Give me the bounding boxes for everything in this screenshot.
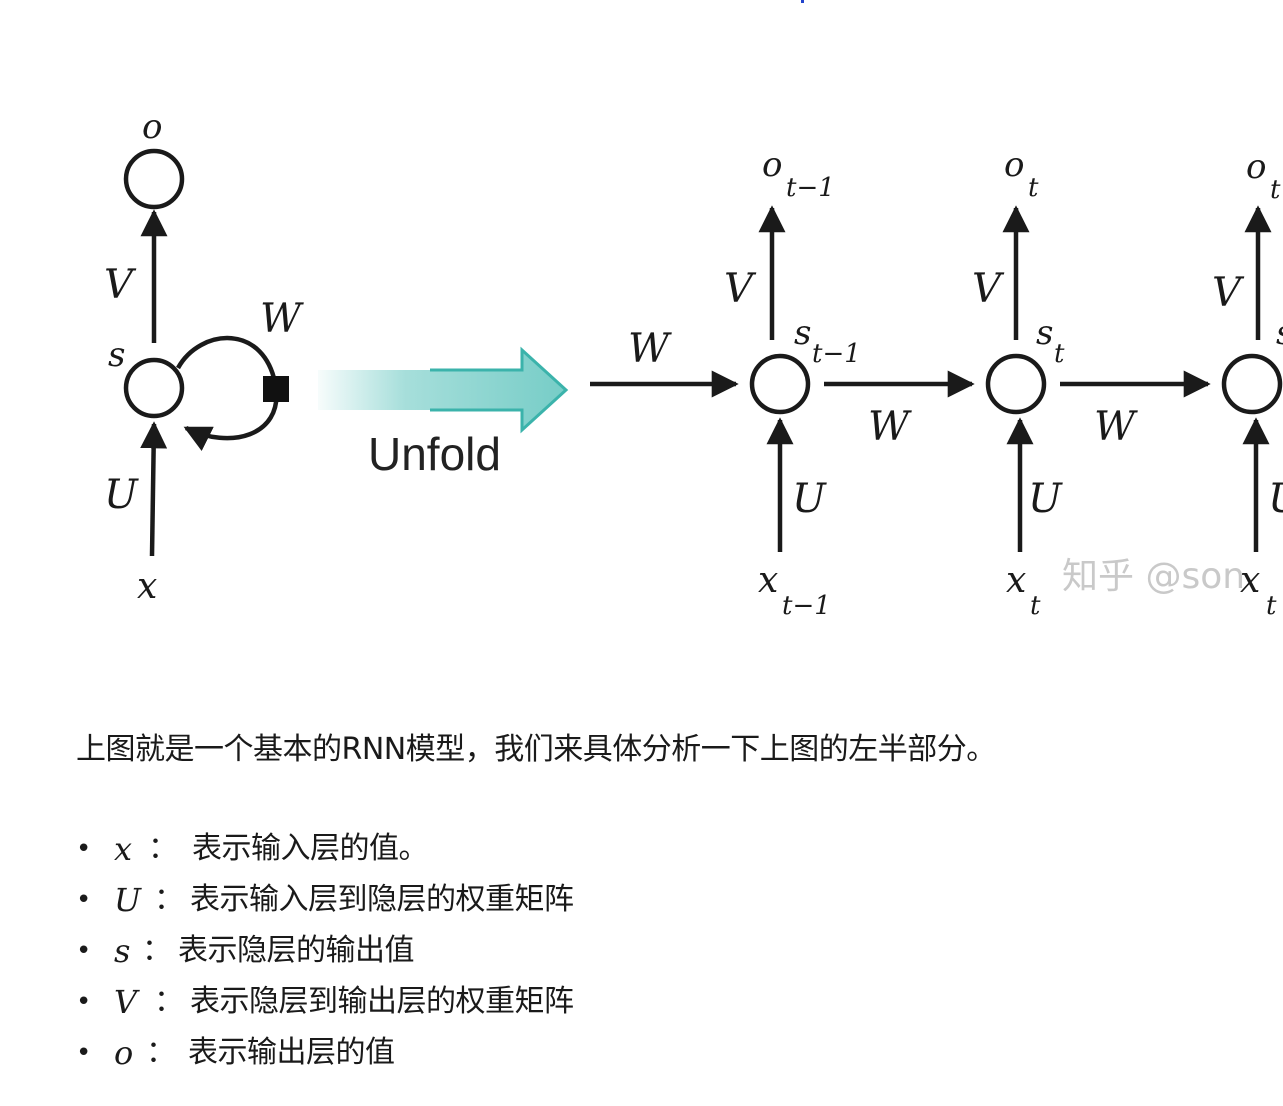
step2-U-label: U: [1028, 476, 1063, 522]
step1-o-label: o: [762, 145, 782, 185]
bullet: •: [76, 885, 91, 915]
step3-x-sub: t: [1266, 591, 1277, 621]
folded-x-label: x: [137, 566, 157, 607]
unfold-arrow: Unfold: [318, 346, 569, 480]
legend-symbol-U: U: [114, 881, 141, 919]
step2-o-sub: t: [1028, 173, 1039, 203]
legend-colon: ：: [146, 1035, 176, 1070]
legend-desc-s: 表示隐层的输出值: [178, 933, 415, 968]
step2-s-label: s: [1036, 313, 1053, 353]
input-W-label: W: [628, 326, 672, 372]
step1-o-sub: t−1: [786, 173, 835, 203]
step2-s-sub: t: [1054, 339, 1065, 369]
folded-W-label: W: [260, 296, 304, 342]
legend-colon: ：: [148, 831, 178, 866]
bullet: •: [76, 936, 91, 966]
folded-U-label: U: [104, 472, 139, 518]
step-t-minus-1: o t−1 V s t−1 U x t−1: [724, 145, 861, 621]
step3-o-sub: t: [1270, 175, 1281, 205]
legend-symbol-o: o: [114, 1034, 133, 1072]
delay-square: [263, 376, 289, 402]
legend-symbol-V: V: [114, 983, 137, 1021]
step3-s-label: s: [1276, 313, 1283, 353]
legend-symbol-x: x: [114, 830, 132, 868]
between-W-label-2: W: [1094, 404, 1138, 450]
folded-rnn: o V s W U x: [104, 107, 304, 607]
folded-s-label: s: [108, 335, 125, 375]
legend-colon: ：: [154, 882, 184, 917]
step2-V-label: V: [972, 266, 1005, 312]
folded-u-arrow: [140, 421, 168, 557]
folded-o-label: o: [142, 107, 162, 147]
legend-colon: ：: [142, 933, 172, 968]
folded-output-node: [123, 148, 185, 210]
step3-hidden-node: [1221, 353, 1283, 415]
step3-o-label: o: [1246, 147, 1266, 187]
step2-x-label: x: [1006, 560, 1026, 601]
bullet: •: [76, 834, 91, 864]
step1-x-label: x: [758, 560, 778, 601]
step2-x-sub: t: [1030, 591, 1041, 621]
legend-desc-o: 表示输出层的值: [188, 1035, 395, 1070]
step1-s-label: s: [794, 313, 811, 353]
step1-V-label: V: [724, 266, 757, 312]
unfold-label: Unfold: [368, 428, 501, 480]
between-W-label-1: W: [868, 404, 912, 450]
legend-symbol-s: s: [114, 932, 130, 970]
intro-paragraph: 上图就是一个基本的RNN模型，我们来具体分析一下上图的左半部分。: [76, 732, 996, 767]
blue-dot-artifact: [801, 0, 804, 3]
bullet: •: [76, 987, 91, 1017]
step2-hidden-node: [985, 353, 1047, 415]
step1-U-label: U: [792, 476, 827, 522]
step1-hidden-node: [749, 353, 811, 415]
bullet: •: [76, 1038, 91, 1068]
legend-desc-V: 表示隐层到输出层的权重矩阵: [190, 984, 574, 1019]
step3-V-label: V: [1212, 270, 1245, 316]
step3-x-label: x: [1240, 560, 1260, 601]
folded-recurrent-loop: [176, 336, 279, 451]
folded-hidden-node: [123, 357, 185, 419]
step-t-plus-1: o t V s U x t: [1212, 147, 1283, 621]
folded-V-label: V: [104, 262, 137, 308]
step2-o-label: o: [1004, 145, 1024, 185]
unfolded-rnn: W o t−1 V s t−1 U x t−1 W o t V s t U: [590, 145, 1283, 621]
legend-colon: ：: [154, 984, 184, 1019]
step1-s-sub: t−1: [812, 339, 861, 369]
legend-desc-x: 表示输入层的值。: [192, 831, 429, 866]
step1-x-sub: t−1: [782, 591, 831, 621]
step-t: o t V s t U x t: [972, 145, 1065, 621]
rnn-diagram: o V s W U x Unfold W o t−1 V s t−1 U: [104, 107, 1283, 621]
step3-U-label: U: [1268, 476, 1283, 522]
legend-desc-U: 表示输入层到隐层的权重矩阵: [190, 882, 574, 917]
watermark: 知乎 @son: [1062, 556, 1245, 597]
